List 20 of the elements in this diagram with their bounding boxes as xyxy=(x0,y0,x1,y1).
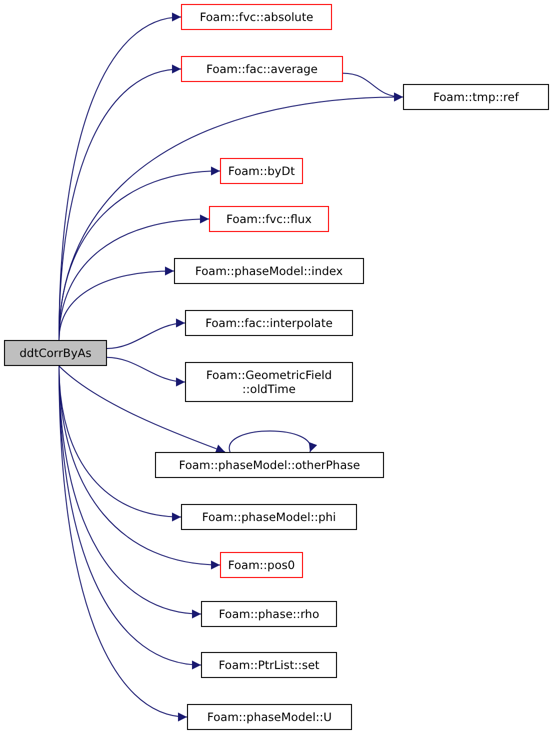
arrow xyxy=(229,430,315,452)
function-box: Foam::fac::average xyxy=(181,56,343,82)
arrow xyxy=(106,319,186,349)
function-box: Foam::fvc::absolute xyxy=(181,4,332,30)
function-box: Foam::tmp::ref xyxy=(403,84,549,110)
arrow xyxy=(58,366,226,454)
arrow xyxy=(58,266,174,340)
function-box: Foam::phaseModel::index xyxy=(174,258,364,284)
function-box: Foam::GeometricField ::oldTime xyxy=(185,362,353,402)
function-box: Foam::PtrList::set xyxy=(201,652,337,678)
arrow xyxy=(106,356,186,386)
function-box: Foam::byDt xyxy=(220,158,303,184)
function-box: Foam::phaseModel::U xyxy=(187,704,352,730)
function-box: Foam::pos0 xyxy=(220,552,303,578)
function-box: ddtCorrByAs xyxy=(4,340,107,366)
function-box: Foam::fvc::flux xyxy=(209,206,329,232)
function-box: Foam::phaseModel::otherPhase xyxy=(155,452,384,478)
function-box: Foam::phaseModel::phi xyxy=(181,504,357,530)
function-box: Foam::fac::interpolate xyxy=(185,310,353,336)
function-box: Foam::phase::rho xyxy=(201,601,337,627)
